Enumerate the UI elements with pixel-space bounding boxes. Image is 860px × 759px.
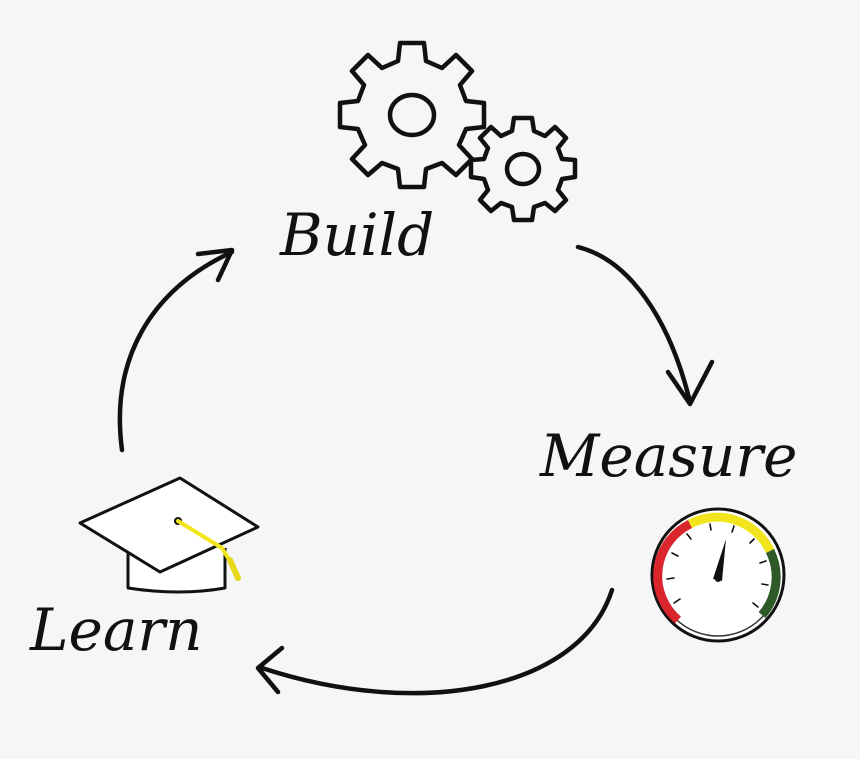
graduation-cap-icon [78,476,260,594]
large-gear-icon [337,40,487,190]
gears-icon [337,40,578,223]
build-label: Build [279,201,434,269]
arrow-learn-to-build [117,247,235,453]
arrow-measure-to-learn [255,587,615,696]
gauge-red-zone [653,519,693,624]
gauge-yellow-zone [687,512,775,554]
gauge-green-zone [758,548,781,618]
gauge-icon [650,507,786,643]
learn-label: Learn [29,596,203,664]
arrow-build-to-measure [575,244,715,407]
gauge-needle [713,539,726,581]
small-gear-icon [468,115,578,223]
measure-label: Measure [539,422,797,490]
